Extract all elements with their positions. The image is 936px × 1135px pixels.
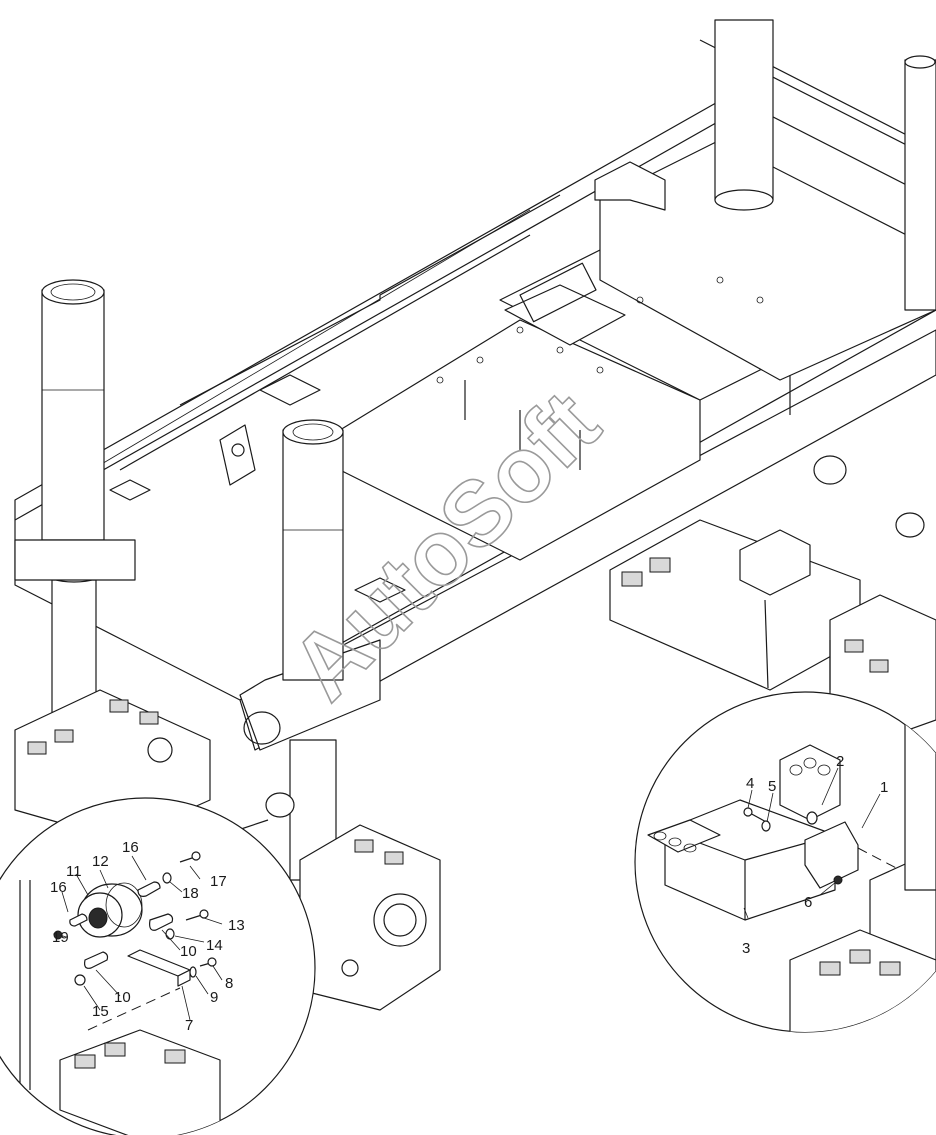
- callout-5: 5: [768, 778, 776, 795]
- callout-8: 8: [225, 975, 233, 992]
- detail-leader-right: [764, 599, 769, 689]
- track-right: [609, 455, 936, 741]
- callout-10-left: 10: [114, 989, 131, 1006]
- callout-1: 1: [880, 779, 888, 796]
- detail-circle-left: 11 12 16 16 17 18 13 14 10 10 19 8 9 15 …: [0, 797, 316, 1135]
- callout-16-left: 16: [50, 879, 67, 896]
- callout-6: 6: [804, 894, 812, 911]
- callout-13: 13: [228, 917, 245, 934]
- callout-10-right: 10: [180, 943, 197, 960]
- callout-19: 19: [52, 929, 69, 946]
- callout-16-top: 16: [122, 839, 139, 856]
- main-frame: [14, 39, 936, 751]
- callout-4: 4: [746, 775, 754, 792]
- callout-14: 14: [206, 937, 223, 954]
- callout-17: 17: [210, 873, 227, 890]
- leader-lines-right: [743, 767, 881, 919]
- track-center: [265, 792, 441, 1011]
- column-left: [14, 279, 136, 741]
- callout-12: 12: [92, 853, 109, 870]
- leader-lines-left: [59, 855, 223, 1021]
- callout-15: 15: [92, 1003, 109, 1020]
- callout-9: 9: [210, 989, 218, 1006]
- column-top-right: [714, 19, 936, 311]
- callout-3: 3: [742, 940, 750, 957]
- column-center: [282, 419, 344, 881]
- callout-18: 18: [182, 885, 199, 902]
- callout-7: 7: [185, 1017, 193, 1034]
- callout-11: 11: [66, 863, 82, 880]
- callout-2: 2: [836, 753, 844, 770]
- detail-circle-right: 1 2 3 4 5 6: [634, 691, 936, 1033]
